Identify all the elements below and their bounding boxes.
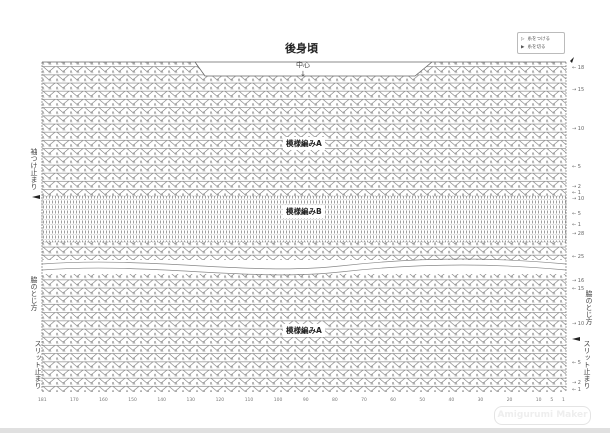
row-number: → 28 — [572, 231, 585, 237]
right-slit-stop-label: スリット止まり — [583, 340, 591, 389]
row-number: → 15 — [572, 87, 585, 93]
stitch-tick-label: 150 — [128, 398, 137, 403]
row-number: ← 18 — [572, 65, 585, 71]
stitch-tick-label: 30 — [477, 398, 484, 403]
pattern-label-a-top: 模様編みA — [283, 137, 325, 150]
row-number: → 2 — [572, 184, 581, 190]
center-marker: 中心↓ — [296, 61, 310, 78]
open-arrow-icon: ▷ — [521, 36, 525, 42]
pattern-label-a-bottom: 模様編みA — [283, 324, 325, 337]
page-title: 後身頃 — [285, 42, 318, 55]
stitch-tick-label: 120 — [215, 398, 225, 403]
row-number: ← 5 — [572, 360, 581, 366]
row-number: ← 15 — [572, 286, 585, 292]
stitch-tick-label: 160 — [99, 398, 108, 403]
top-outline — [42, 61, 566, 77]
watermark-logo: Amigurumi Maker — [494, 406, 591, 425]
pattern-a-mid — [42, 242, 566, 260]
left-slit-stop-label: スリット止まり — [34, 340, 42, 389]
stitch-tick-label: 5 — [550, 398, 554, 403]
stitch-tick-label: 140 — [157, 398, 166, 403]
row-number: ← 1 — [572, 387, 581, 393]
pattern-label-b: 模様編みB — [283, 205, 325, 218]
stitch-tick-label: 80 — [332, 398, 338, 403]
row-number: ← 25 — [572, 254, 585, 260]
left-side-seam-label: 脇のとじ方 — [30, 276, 38, 311]
stitch-tick-label: 40 — [448, 398, 455, 403]
stitch-tick-label: 20 — [506, 398, 513, 403]
right-side-seam-label: 脇のとじ方 — [585, 290, 593, 325]
bottom-bar — [0, 428, 610, 433]
stitch-tick-label: 70 — [361, 398, 367, 403]
stitch-tick-label: 90 — [302, 398, 309, 403]
legend-cut: ▶糸を切る — [521, 44, 546, 51]
row-number: ← 1 — [572, 222, 581, 228]
stitch-tick-label: 170 — [70, 398, 79, 403]
row-number: ← 1 — [572, 190, 581, 196]
stitch-tick-label: 110 — [244, 398, 254, 403]
stitch-tick-label: 130 — [186, 398, 196, 403]
stitch-tick-label: 181 — [38, 398, 47, 403]
center-label: 中心 — [296, 61, 310, 69]
legend-attach: ▷糸をつける — [521, 36, 550, 43]
row-number: → 10 — [572, 126, 585, 132]
stitch-tick-label: 50 — [419, 398, 426, 403]
left-sleeve-stop-label: 袖つけ止まり — [30, 148, 38, 190]
row-number: → 16 — [572, 278, 585, 284]
break-line — [41, 258, 567, 270]
row-number: ← 5 — [572, 164, 581, 170]
pattern-b — [41, 195, 567, 243]
cut-yarn-arrow-icon — [572, 337, 580, 341]
stitch-tick-label: 100 — [273, 398, 283, 403]
stitch-tick-label: 10 — [535, 398, 542, 403]
row-number: → 10 — [572, 196, 585, 202]
cut-yarn-arrow-icon — [32, 195, 40, 199]
filled-arrow-icon: ▶ — [521, 44, 525, 50]
row-number: → 10 — [572, 321, 585, 327]
pattern-a-top — [42, 62, 566, 196]
cut-yarn-arrow-icon — [570, 57, 574, 63]
stitch-tick-label: 1 — [562, 398, 565, 403]
row-number: → 2 — [572, 380, 581, 386]
row-number: ← 5 — [572, 211, 581, 217]
stitch-tick-label: 60 — [390, 398, 396, 403]
legend: ▷糸をつける ▶糸を切る — [517, 32, 565, 54]
break-line — [41, 264, 567, 276]
